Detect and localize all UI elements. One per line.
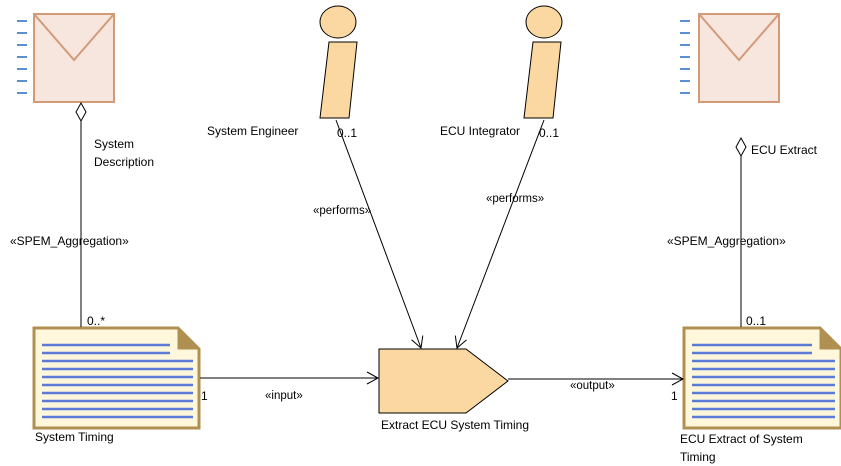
- aggregation-right-label: «SPEM_Aggregation»: [667, 234, 786, 248]
- aggregation-right-multiplicity: 0..1: [746, 314, 766, 328]
- ecu-extract-artifact[interactable]: [680, 13, 780, 103]
- aggregation-left-multiplicity: 0..*: [87, 314, 105, 328]
- ecu-integrator-role[interactable]: [523, 5, 563, 119]
- ecu-extract-of-system-timing-label-line2: Timing: [680, 450, 716, 464]
- side-dashes-icon: [680, 20, 690, 94]
- task-label: Extract ECU System Timing: [381, 418, 529, 432]
- aggregation-diamond-icon: [75, 101, 87, 123]
- performs-right-label: «performs»: [486, 193, 544, 205]
- aggregation-left-label: «SPEM_Aggregation»: [10, 234, 129, 248]
- input-multiplicity: 1: [201, 389, 208, 403]
- aggregation-diamond-icon: [735, 136, 747, 158]
- system-engineer-multiplicity: 0..1: [337, 126, 357, 140]
- system-engineer-label: System Engineer: [207, 124, 298, 138]
- ecu-extract-of-system-timing-artifact[interactable]: [682, 326, 841, 430]
- role-figure-icon: [523, 5, 563, 119]
- performs-left-connector[interactable]: [335, 119, 424, 349]
- system-description-artifact[interactable]: [17, 13, 115, 103]
- system-engineer-role[interactable]: [319, 5, 358, 119]
- aggregation-left-connector[interactable]: [75, 101, 87, 327]
- role-figure-icon: [319, 5, 358, 119]
- performs-left-label: «performs»: [313, 205, 371, 217]
- ecu-extract-of-system-timing-label: ECU Extract of System: [680, 432, 803, 446]
- envelope-icon: [698, 13, 780, 103]
- ecu-integrator-multiplicity: 0..1: [539, 126, 559, 140]
- ecu-extract-label: ECU Extract: [751, 143, 818, 157]
- output-label: «output»: [570, 380, 615, 392]
- system-timing-artifact[interactable]: [32, 326, 201, 430]
- document-icon: [682, 326, 841, 430]
- ecu-integrator-label: ECU Integrator: [440, 124, 520, 138]
- document-icon: [32, 326, 201, 430]
- task-shape-icon: [378, 348, 509, 414]
- side-dashes-icon: [17, 20, 27, 94]
- input-label: «input»: [265, 390, 303, 402]
- aggregation-right-connector[interactable]: [735, 136, 747, 327]
- output-multiplicity: 1: [671, 389, 678, 403]
- system-timing-label: System Timing: [35, 430, 114, 444]
- system-description-label-line2: Description: [94, 155, 154, 169]
- system-description-label: System: [94, 137, 134, 151]
- performs-right-connector[interactable]: [454, 119, 545, 349]
- extract-ecu-system-timing-task[interactable]: [378, 348, 509, 414]
- envelope-icon: [33, 13, 115, 103]
